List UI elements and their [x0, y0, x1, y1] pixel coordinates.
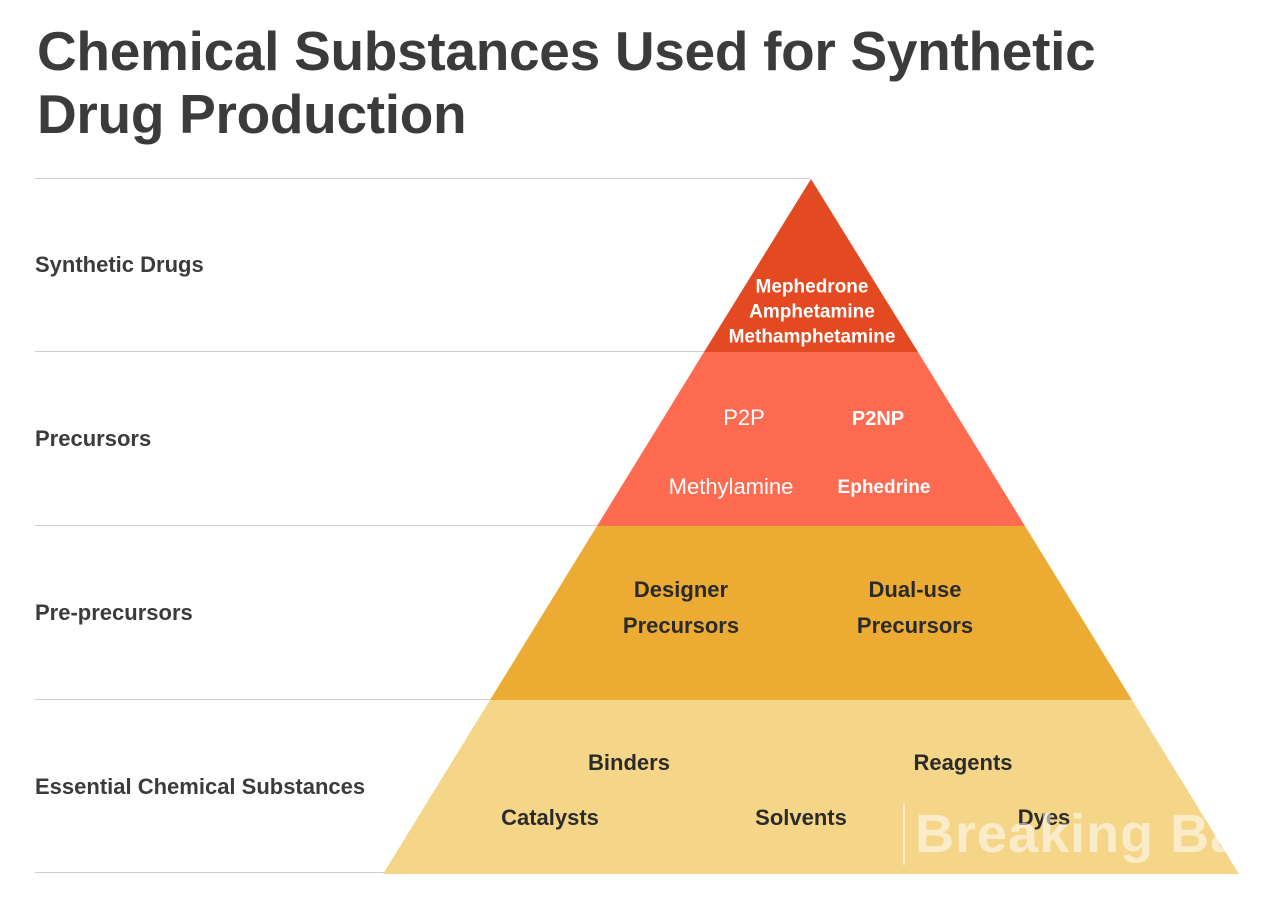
item-methylamine: Methylamine — [668, 474, 794, 499]
level-label-essential-chemical-substances: Essential Chemical Substances — [35, 774, 366, 799]
item-p2np: P2NP — [851, 408, 905, 430]
pyramid-tier-synthetic-drugs — [704, 179, 918, 352]
item-mephedrone: Mephedrone — [755, 276, 869, 298]
synthetic-drugs-list: Mephedrone Amphetamine Methamphetamine — [729, 275, 896, 350]
level-label-synthetic-drugs: Synthetic Drugs — [35, 252, 204, 277]
pyramid-tier-pre-precursors — [490, 526, 1132, 700]
item-dyes: Dyes — [1017, 805, 1071, 830]
row-divider — [35, 525, 600, 526]
row-divider — [35, 178, 810, 179]
row-divider — [35, 699, 492, 700]
row-divider — [35, 351, 705, 352]
level-label-precursors: Precursors — [35, 426, 152, 451]
item-p2p: P2P — [723, 405, 765, 430]
item-ephedrine: Ephedrine — [837, 477, 931, 498]
level-label-pre-precursors: Pre-precursors — [35, 600, 193, 625]
item-catalysts: Catalysts — [501, 805, 599, 830]
item-reagents: Reagents — [913, 750, 1013, 775]
pyramid-tier-precursors — [597, 352, 1025, 526]
item-methamphetamine: Methamphetamine — [728, 326, 896, 348]
pyramid-tier-essential-chemical-substances — [383, 700, 1239, 874]
row-divider — [35, 872, 385, 873]
item-solvents: Solvents — [755, 805, 847, 830]
page-title: Chemical Substances Used for Synthetic D… — [37, 20, 1096, 145]
watermark: Breaking Bad — [903, 803, 1285, 865]
item-dual-use-precursors: Dual-use Precursors — [856, 577, 974, 638]
watermark-text: Breaking Bad — [915, 804, 1276, 864]
item-amphetamine: Amphetamine — [749, 301, 875, 323]
item-designer-precursors: Designer Precursors — [622, 577, 740, 638]
item-binders: Binders — [588, 750, 670, 775]
